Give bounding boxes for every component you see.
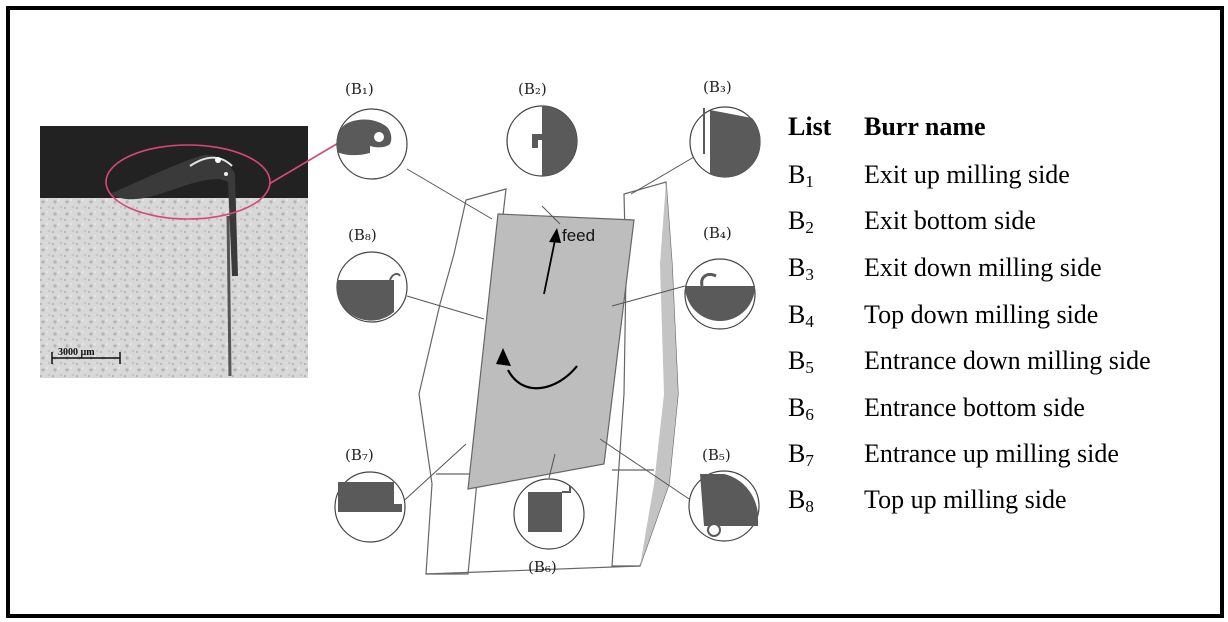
figure-content: 3000 µm feed [14,14,1224,618]
workpiece-left [418,188,507,575]
burr-label-b8: (B₈) [348,226,377,244]
feed-label: feed [562,226,595,245]
burr-circle-b7: (B₇) [334,446,406,543]
burr-circle-b1: (B₁) [336,80,408,180]
burr-label-b3: (B₃) [703,78,732,96]
photo-highlight-ellipse [105,144,271,220]
burr-circle-b5: (B₅) [688,446,760,542]
burr-circle-b8: (B₈) [336,226,408,323]
burr-circle-b3: (B₃) [689,78,761,178]
photo-scale-bar: 3000 µm [51,347,121,364]
photo-scale-label: 3000 µm [58,347,95,358]
burr-diagram: feed (B₁) [268,78,761,576]
photo-connector-line [268,141,341,185]
burr-label-b5: (B₅) [702,446,731,464]
photo-burr-shape [110,155,238,276]
machined-slot [467,213,635,490]
burr-label-b4: (B₄) [703,224,732,242]
leader-lines [396,156,702,508]
list-header-name: Burr name [864,112,986,141]
burr-circle-b4: (B₄) [684,224,756,330]
photo-workpiece-surface [40,198,308,378]
rotation-arrow [507,365,578,390]
list-header-code: List [788,112,832,141]
figure-frame: 3000 µm feed [6,6,1224,618]
burr-label-b2: (B₂) [518,80,547,98]
burr-label-b6: (B₆) [528,558,557,576]
burr-circle-b6: (B₆) [513,478,585,576]
burr-label-b7: (B₇) [345,446,374,464]
burr-label-b1: (B₁) [345,80,374,98]
burr-circle-b2: (B₂) [506,80,578,177]
burr-photo: 3000 µm [40,126,308,378]
